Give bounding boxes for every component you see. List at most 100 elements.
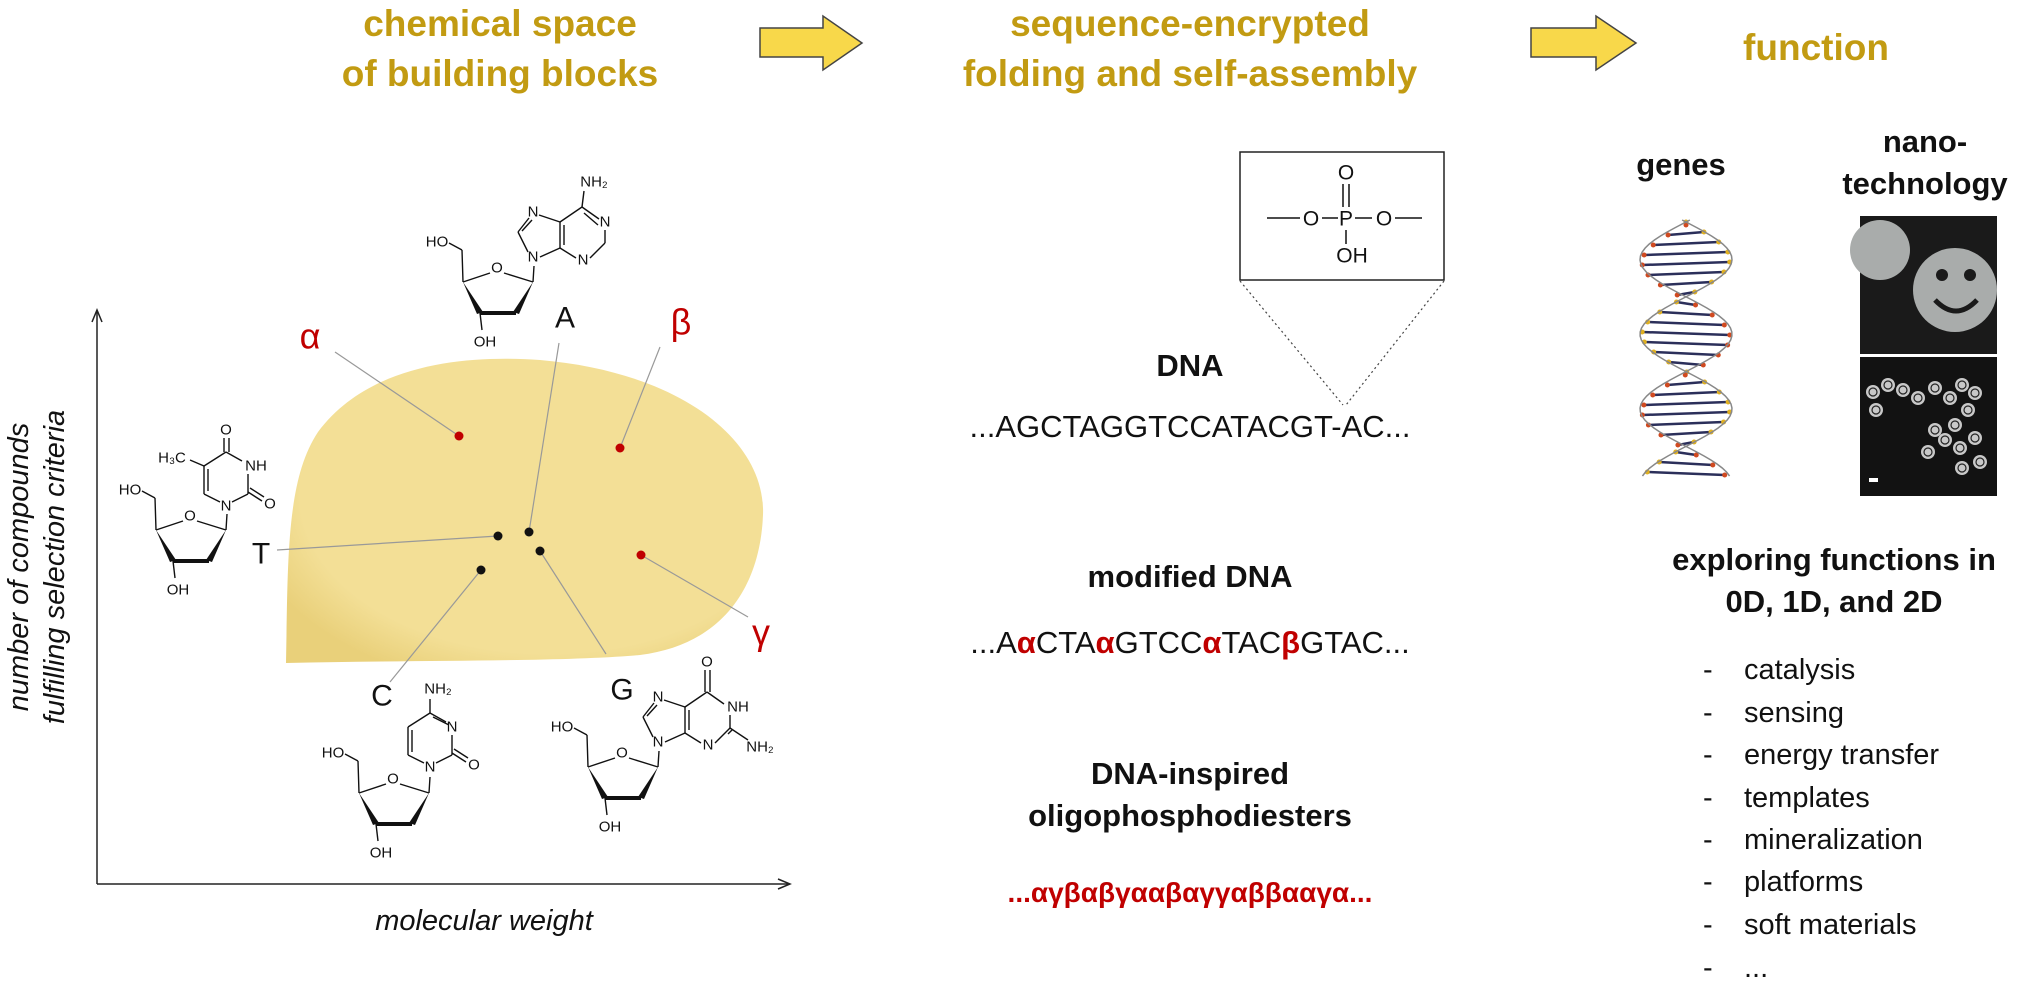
pointer-line bbox=[334, 351, 460, 437]
bond bbox=[358, 783, 387, 794]
bond bbox=[517, 217, 530, 233]
atom-label: OH bbox=[599, 819, 622, 836]
list-item-label: templates bbox=[1744, 782, 1870, 814]
list-bullet: - bbox=[1703, 739, 1713, 771]
base-pair bbox=[1644, 250, 1728, 257]
atom-label: HO bbox=[551, 719, 574, 736]
atom-label: OH bbox=[474, 334, 497, 351]
small-smiley-detail bbox=[1970, 433, 1980, 443]
small-smiley-detail bbox=[1883, 380, 1893, 390]
list-bullet: - bbox=[1703, 909, 1713, 941]
small-smiley-detail bbox=[1975, 457, 1985, 467]
bond bbox=[407, 712, 431, 728]
pointer-line bbox=[389, 569, 482, 683]
atom-label: O bbox=[1338, 162, 1354, 185]
small-smiley bbox=[1896, 383, 1910, 397]
atom-label: N bbox=[600, 214, 611, 231]
small-smiley bbox=[1955, 378, 1969, 392]
small-smiley-detail bbox=[1940, 435, 1950, 445]
bond bbox=[573, 727, 588, 736]
function-list-item: -platforms bbox=[1703, 866, 1863, 898]
bond bbox=[684, 732, 702, 744]
bond bbox=[432, 716, 450, 726]
bond bbox=[727, 729, 733, 735]
nanotechnology-micrographs bbox=[1850, 216, 1997, 496]
small-smiley-detail bbox=[1957, 463, 1967, 473]
sequence-segment: GTCC bbox=[1115, 625, 1203, 660]
backbone-atom bbox=[1665, 232, 1671, 238]
atom-label: O bbox=[616, 745, 628, 762]
bond bbox=[225, 513, 228, 531]
scale-bar bbox=[1869, 478, 1878, 482]
small-smiley-detail bbox=[1945, 393, 1955, 403]
exploring-title-line: 0D, 1D, and 2D bbox=[1725, 584, 1942, 619]
pointer-line bbox=[539, 550, 607, 655]
chemical-space-plot: number of compounds fulfilling selection… bbox=[3, 174, 792, 937]
smiley-mouth bbox=[1933, 298, 1979, 314]
list-bullet: - bbox=[1703, 866, 1713, 898]
atom-label: N bbox=[447, 719, 458, 736]
small-smiley bbox=[1953, 441, 1967, 455]
atom-label: NH bbox=[727, 699, 749, 716]
bond bbox=[357, 760, 360, 794]
list-bullet: - bbox=[1703, 654, 1713, 686]
genes-label: genes bbox=[1636, 147, 1726, 182]
sequence-segment: TAC bbox=[1221, 625, 1281, 660]
atom-label: HO bbox=[119, 482, 142, 499]
small-smiley bbox=[1928, 423, 1942, 437]
list-item-label: soft materials bbox=[1744, 909, 1916, 941]
small-smiley bbox=[1921, 445, 1935, 459]
wedge-bond bbox=[513, 282, 533, 314]
function-list-item: -catalysis bbox=[1703, 654, 1855, 686]
function-list-item: -mineralization bbox=[1703, 824, 1923, 856]
atom-label: N bbox=[528, 249, 539, 266]
bond bbox=[429, 712, 447, 723]
function-list-item: -soft materials bbox=[1703, 909, 1916, 941]
base-pair bbox=[1642, 330, 1730, 337]
base-pair bbox=[1644, 340, 1728, 347]
modified-dna-title: modified DNA bbox=[1088, 559, 1293, 594]
base-pair bbox=[1648, 420, 1724, 427]
label-T: T bbox=[252, 538, 270, 571]
sequence-segment-red: α bbox=[1202, 625, 1221, 660]
bond bbox=[539, 247, 561, 258]
atom-label: O bbox=[468, 757, 480, 774]
bond bbox=[453, 748, 469, 759]
backbone-atom bbox=[1675, 442, 1681, 448]
backbone-atom bbox=[1641, 402, 1647, 408]
base-pair bbox=[1667, 230, 1705, 237]
base-pair bbox=[1675, 450, 1697, 457]
small-smiley bbox=[1968, 386, 1982, 400]
bond bbox=[344, 753, 359, 762]
list-item-label: energy transfer bbox=[1744, 739, 1939, 771]
bond bbox=[503, 272, 534, 283]
bond bbox=[231, 493, 249, 503]
atom-label: NH bbox=[245, 458, 267, 475]
atom-label: H₃C bbox=[158, 450, 186, 467]
header-folding: sequence-encrypted folding and self-asse… bbox=[963, 3, 1418, 94]
atom-label: NH₂ bbox=[580, 174, 608, 191]
list-item-label: mineralization bbox=[1744, 824, 1923, 856]
y-axis-arrowhead bbox=[91, 308, 103, 323]
bond bbox=[461, 249, 464, 283]
sequence-segment: ...A bbox=[970, 625, 1017, 660]
base-pair bbox=[1647, 470, 1725, 477]
base-pair bbox=[1642, 260, 1730, 267]
x-axis-label: molecular weight bbox=[375, 905, 595, 937]
pointer-lines bbox=[276, 342, 749, 683]
pointer-line bbox=[640, 554, 749, 618]
dna-helix-image bbox=[1639, 219, 1733, 478]
compound-dots bbox=[454, 431, 646, 575]
atom-label: N bbox=[221, 498, 232, 515]
atom-label: N bbox=[653, 734, 664, 751]
label-C: C bbox=[371, 680, 393, 713]
small-smiley bbox=[1961, 403, 1975, 417]
bond bbox=[479, 312, 483, 331]
sequence-segment-red: α bbox=[1017, 625, 1036, 660]
phosphate-frame bbox=[1239, 151, 1445, 281]
smiley-face bbox=[1850, 220, 1910, 280]
inspired-sequence: ...αγβαβγααβαγγαββααγα... bbox=[1008, 877, 1373, 908]
sequence-segment: GTAC... bbox=[1300, 625, 1410, 660]
